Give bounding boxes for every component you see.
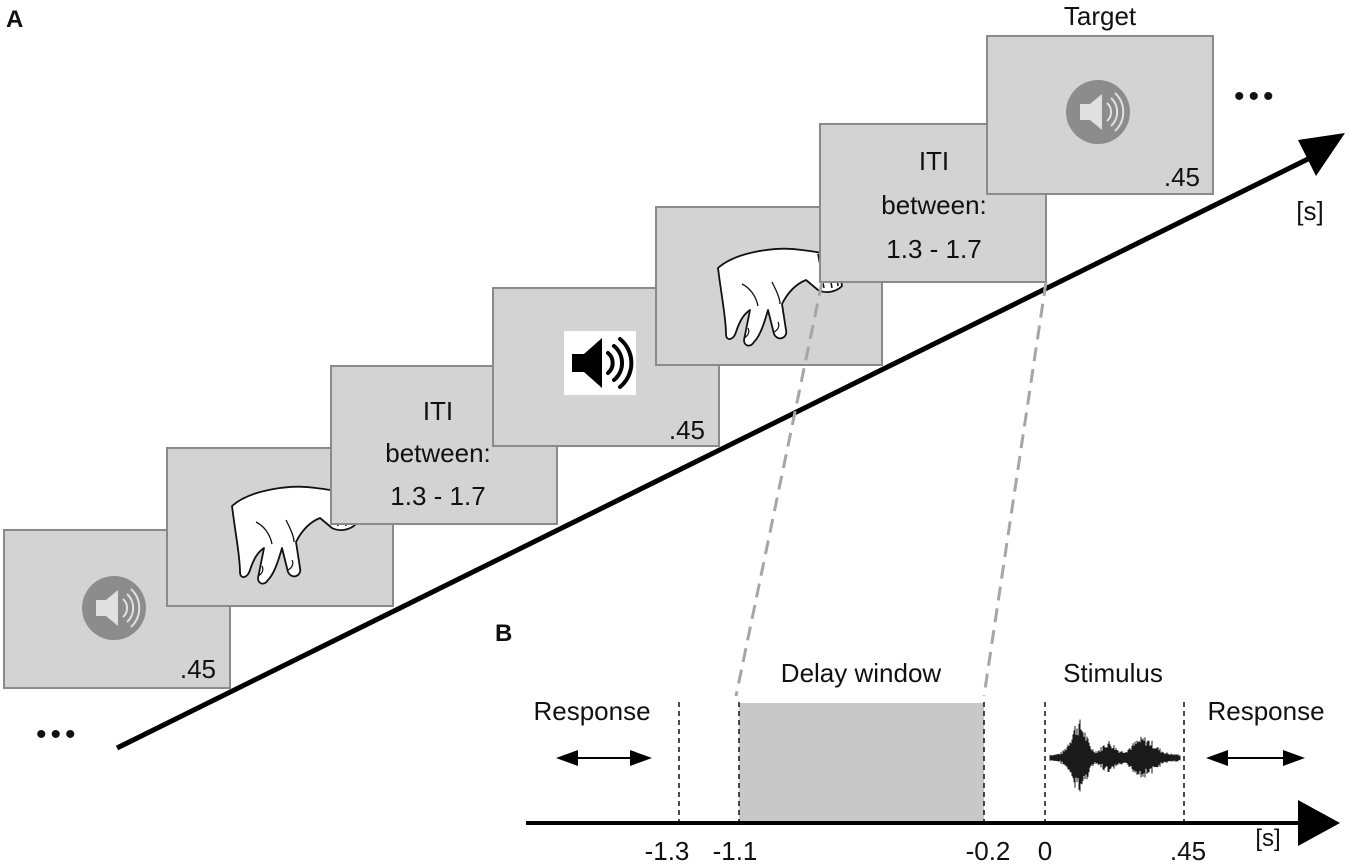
tick-label-1: -1.3 xyxy=(645,836,690,865)
panel-a-label: A xyxy=(6,6,23,33)
screen-6-iti-line-3: 1.3 - 1.7 xyxy=(886,234,981,264)
tick-label-5: .45 xyxy=(1170,836,1206,865)
tick-label-3: -0.2 xyxy=(966,836,1011,865)
zoom-lines xyxy=(734,281,1048,697)
delay-window-label: Delay window xyxy=(781,658,942,688)
screen-7-duration: .45 xyxy=(1164,162,1200,192)
tick-label-2: -1.1 xyxy=(713,836,758,865)
screen-7-target: .45 xyxy=(986,35,1214,195)
response-right-label: Response xyxy=(1207,696,1324,726)
screens-layer: .45 ITI between: 1.3 - 1.7 .45 xyxy=(3,35,1214,689)
screen-6-iti-line-2: between: xyxy=(881,190,987,220)
speaker-grey-icon xyxy=(82,576,146,640)
timeline-axis-b xyxy=(526,800,1340,846)
response-left-label: Response xyxy=(533,696,650,726)
ellipsis-left: ••• xyxy=(36,718,80,751)
timeline-arrow-a xyxy=(115,133,1345,751)
response-left-arrow xyxy=(556,750,652,766)
panel-b-label: B xyxy=(495,620,512,647)
speaker-black-icon xyxy=(564,331,636,395)
speaker-grey-icon xyxy=(1066,80,1130,144)
screen-6-iti-line-1: ITI xyxy=(919,146,949,176)
target-label: Target xyxy=(1064,1,1137,31)
stimulus-label: Stimulus xyxy=(1063,658,1163,688)
stimulus-waveform xyxy=(1049,719,1181,792)
panel-b: Delay window Stimulus Response Response xyxy=(526,658,1340,865)
tick-label-4: 0 xyxy=(1038,836,1052,865)
ellipsis-right: ••• xyxy=(1234,80,1278,113)
event-markers xyxy=(678,702,1185,822)
response-right-arrow xyxy=(1206,750,1305,766)
screen-3-iti-line-2: between: xyxy=(385,438,491,468)
time-unit-b: [s] xyxy=(1255,825,1280,852)
screen-4-duration: .45 xyxy=(669,415,705,445)
screen-3-iti-line-3: 1.3 - 1.7 xyxy=(390,481,485,511)
time-unit-a: [s] xyxy=(1296,196,1323,226)
delay-window-box xyxy=(739,703,984,823)
screen-1-duration: .45 xyxy=(180,654,216,684)
screen-3-iti-line-1: ITI xyxy=(423,396,453,426)
